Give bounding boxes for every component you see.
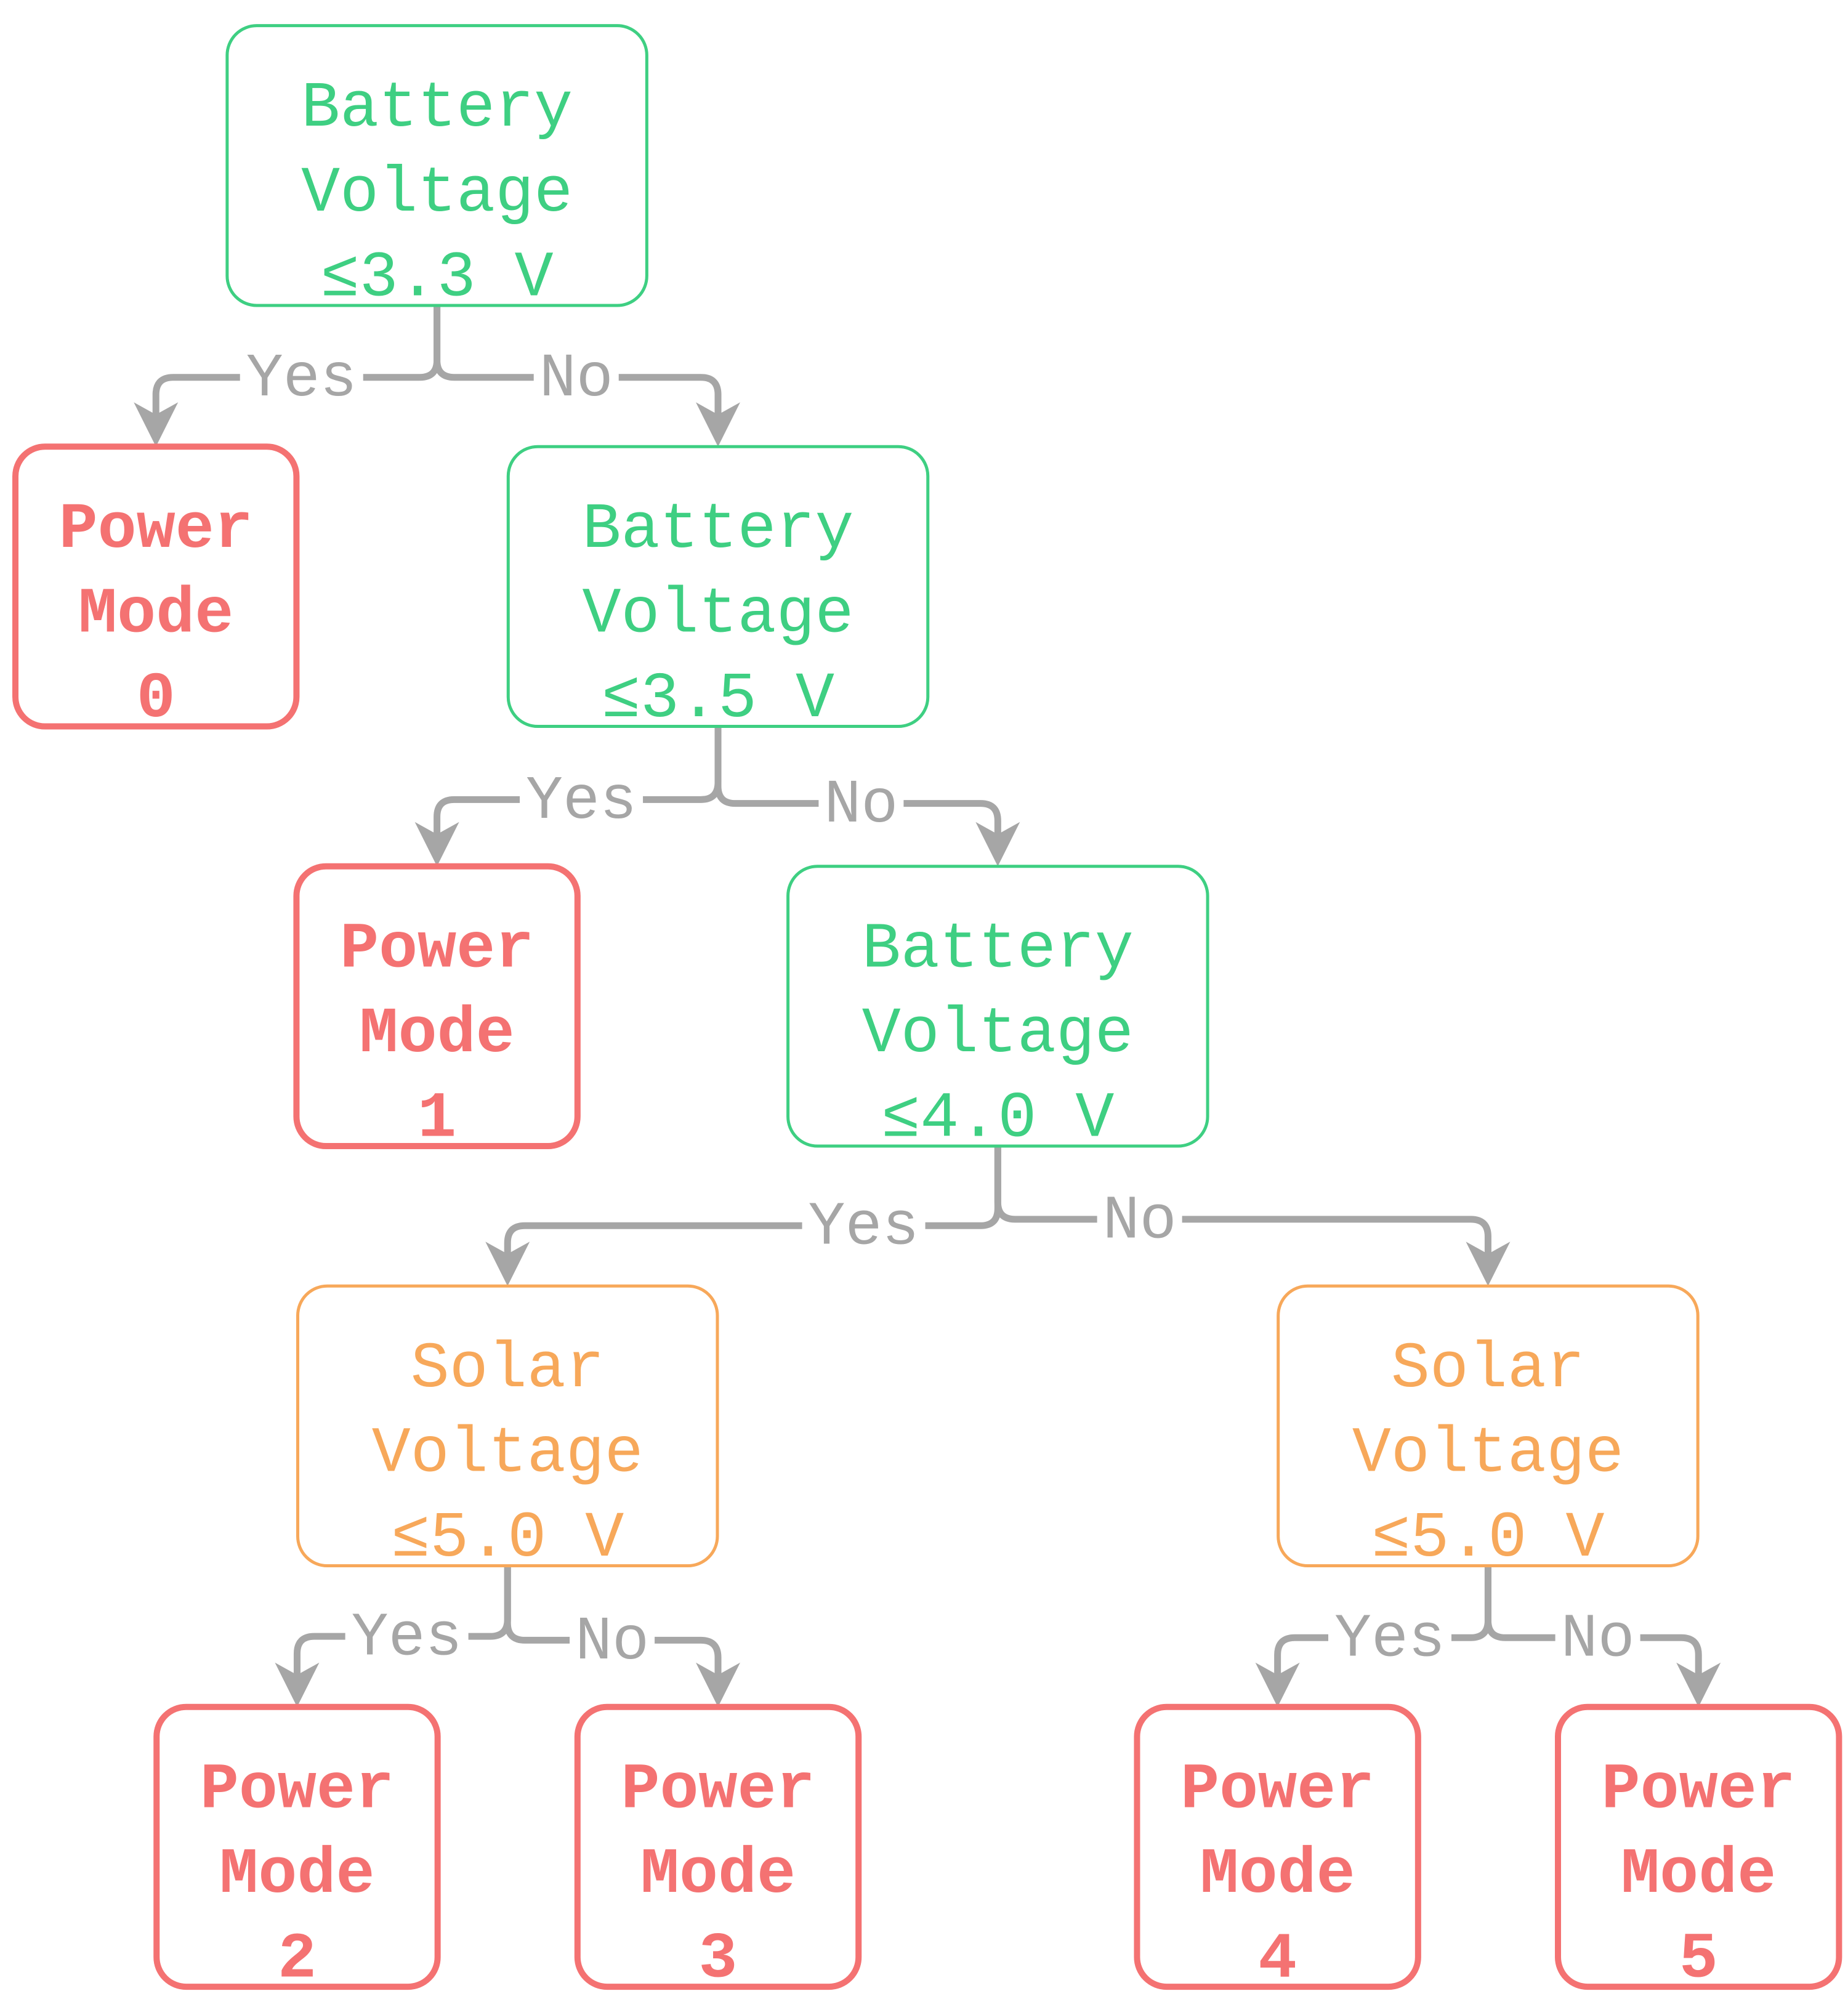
edge-label-background [1097,1194,1182,1244]
edge-label-background [533,352,619,402]
connector-line [994,1146,1491,1262]
edge-yes-battery_2-to-mode_1: Yes [414,726,722,866]
node-label-line: Mode [78,578,233,651]
node-label-line: 0 [137,663,176,736]
leaf-box [293,863,581,1150]
node-label-line: Solar [1391,1333,1585,1406]
edge-no-battery_3-to-solar_2: No [994,1146,1511,1286]
node-label-line: Battery [301,72,573,145]
edge-label: No [539,345,613,414]
node-label-line: Mode [1621,1838,1776,1912]
node-label-line: Voltage [372,1417,644,1490]
edge-no-solar_2-to-mode_5: No [1484,1565,1721,1707]
leaf-box [12,443,300,730]
node-label-line: ≤3.3 V [321,241,554,315]
node-label-line: Power [621,1753,815,1827]
leaf-box [1134,1703,1421,1990]
edge-yes-solar_2-to-mode_4: Yes [1255,1565,1491,1707]
node-label-line: Power [1602,1753,1796,1827]
arrowhead-icon [275,1662,320,1707]
node-label-line: 1 [418,1082,456,1155]
edge-label: No [1103,1187,1177,1256]
decision-box [296,1284,719,1568]
node-label-line: Power [59,493,253,567]
edge-label: Yes [352,1604,462,1674]
node-label-line: ≤4.0 V [881,1082,1114,1155]
decision-box [786,865,1209,1148]
decision-box [225,24,648,307]
node-label-line: Power [200,1753,394,1827]
edge-label: No [1561,1605,1635,1675]
arrowhead-icon [134,402,179,447]
arrowhead-icon [696,402,741,447]
arrowhead-icon [414,822,459,866]
edge-label-background [1328,1613,1452,1663]
edge-label: Yes [246,345,357,414]
node-label-line: Voltage [862,998,1134,1071]
edge-label: Yes [526,767,637,837]
edge-label-background [240,352,363,402]
node-label-line: Mode [360,998,515,1071]
arrowhead-icon [1255,1662,1300,1707]
arrowhead-icon [975,822,1020,866]
edge-label-background [570,1615,655,1665]
arrowhead-icon [696,1662,741,1707]
edge-no-battery_1-to-battery_2: No [434,305,741,447]
edge-label: No [575,1608,649,1678]
node-label-line: ≤3.5 V [602,663,834,736]
node-label-line: Solar [411,1333,605,1406]
leaf-box [1555,1703,1842,1990]
connector-line [504,1146,1001,1262]
edge-yes-battery_1-to-mode_0: Yes [134,305,441,447]
edge-label: Yes [809,1193,919,1263]
edge-label-background [520,775,644,825]
edge-label-background [1555,1613,1640,1663]
node-label-line: Power [340,913,534,986]
leaf-box [574,1703,862,1990]
node-label-line: 5 [1679,1923,1718,1996]
node-label-line: Battery [862,913,1134,986]
node-label-line: ≤5.0 V [391,1502,624,1575]
node-label-line: Voltage [1352,1417,1624,1490]
node-label-line: Voltage [582,578,853,651]
arrowhead-icon [1676,1662,1721,1707]
decision-box [1277,1284,1700,1568]
node-label-line: ≤5.0 V [1371,1502,1604,1575]
node-label-line: Battery [582,493,853,567]
arrowhead-icon [485,1242,530,1286]
arrowhead-icon [1466,1242,1511,1286]
edge-no-battery_2-to-battery_3: No [714,726,1020,866]
node-label-line: Mode [219,1838,374,1912]
edge-label: Yes [1334,1605,1445,1675]
edge-label-background [345,1612,469,1662]
leaf-box [153,1703,441,1990]
node-label-line: 4 [1258,1923,1297,1996]
edge-yes-battery_3-to-solar_1: Yes [485,1146,1001,1286]
edge-yes-solar_1-to-mode_2: Yes [275,1565,511,1707]
decision-box [506,445,930,729]
node-label-line: Mode [1200,1838,1355,1912]
edge-no-solar_1-to-mode_3: No [504,1565,741,1707]
edge-label: No [824,771,898,841]
edge-label-background [802,1201,926,1251]
node-label-line: Mode [640,1838,796,1912]
node-label-line: 3 [699,1923,738,1996]
node-label-line: 2 [278,1923,317,1996]
edge-label-background [818,778,904,828]
node-label-line: Power [1180,1753,1374,1827]
node-label-line: Voltage [301,157,573,230]
